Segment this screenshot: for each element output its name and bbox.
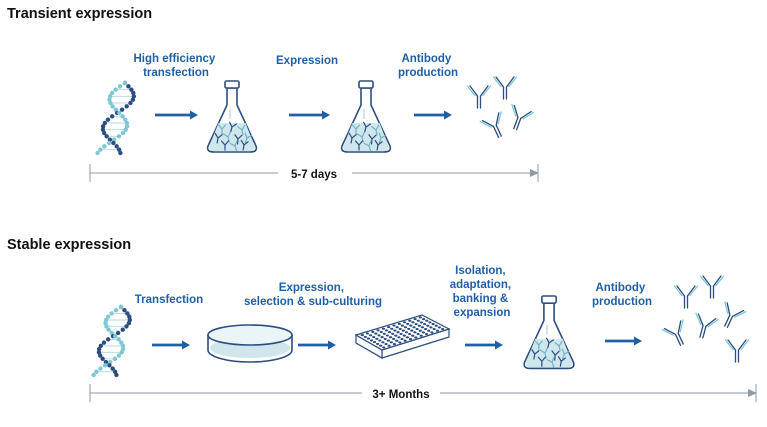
stable-duration: 3+ Months	[372, 389, 429, 401]
antibody-icon	[695, 312, 719, 339]
transient-title: Transient expression	[7, 6, 152, 22]
antibody-icon	[479, 111, 502, 138]
antibody-icon	[699, 275, 725, 299]
stable-title: Stable expression	[7, 237, 131, 253]
antibody-icon	[661, 319, 684, 346]
stable-step-4-label: Antibody production	[592, 282, 652, 308]
arrow-right-icon	[465, 340, 503, 350]
transient-step-2-label: Expression	[276, 55, 338, 67]
arrow-right-icon	[155, 110, 198, 120]
timeline-transient: 5-7 days	[89, 164, 539, 182]
stable-step-2-label: Expression, selection & sub-culturing	[244, 282, 382, 308]
transient-duration: 5-7 days	[291, 169, 337, 181]
transient-section: Transient expression High efficiency tra…	[7, 6, 539, 182]
arrow-right-icon	[152, 340, 190, 350]
flask-icon	[340, 80, 392, 153]
dna-helix-icon	[91, 304, 133, 378]
flask-icon	[206, 80, 258, 153]
antibody-icon-group	[466, 76, 535, 138]
antibody-icon	[466, 85, 492, 109]
transient-step-3-label: Antibody production	[398, 53, 458, 79]
stable-section: Stable expression Transfection Expressio…	[7, 237, 757, 402]
arrow-right-icon	[298, 340, 336, 350]
well-plate-icon	[354, 314, 451, 360]
dna-helix-icon	[95, 80, 137, 156]
antibody-icon	[724, 301, 747, 328]
arrow-right-icon	[605, 336, 642, 346]
stable-step-1-label: Transfection	[135, 294, 203, 306]
antibody-icon	[724, 339, 750, 363]
antibody-icon-group	[661, 275, 750, 363]
petri-dish-icon	[207, 324, 293, 363]
antibody-icon	[511, 103, 535, 131]
transient-step-1-label: High efficiency transfection	[133, 53, 218, 79]
flask-icon	[523, 295, 575, 370]
antibody-icon	[673, 285, 699, 309]
arrow-right-icon	[289, 110, 330, 120]
arrow-right-icon	[414, 110, 452, 120]
stable-step-3-label: Isolation, adaptation, banking & expansi…	[450, 265, 515, 319]
antibody-icon	[492, 76, 518, 100]
timeline-stable: 3+ Months	[89, 384, 757, 402]
